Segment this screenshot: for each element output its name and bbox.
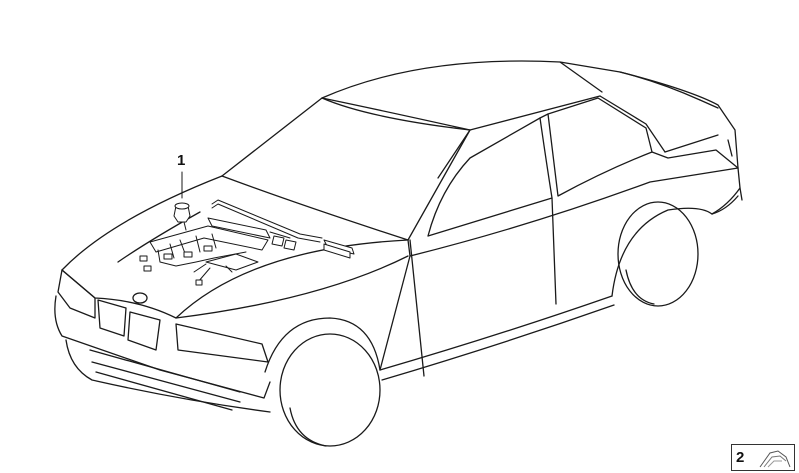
next-diagram-label: 2 [736,449,745,466]
diagram-thumbnail-icon [759,449,791,467]
car-body [54,60,743,447]
wiring-harness[interactable] [139,199,355,286]
callout-1[interactable]: 1 [177,152,185,199]
next-diagram-button[interactable]: 2 [731,444,795,471]
callout-1-label: 1 [177,152,185,169]
